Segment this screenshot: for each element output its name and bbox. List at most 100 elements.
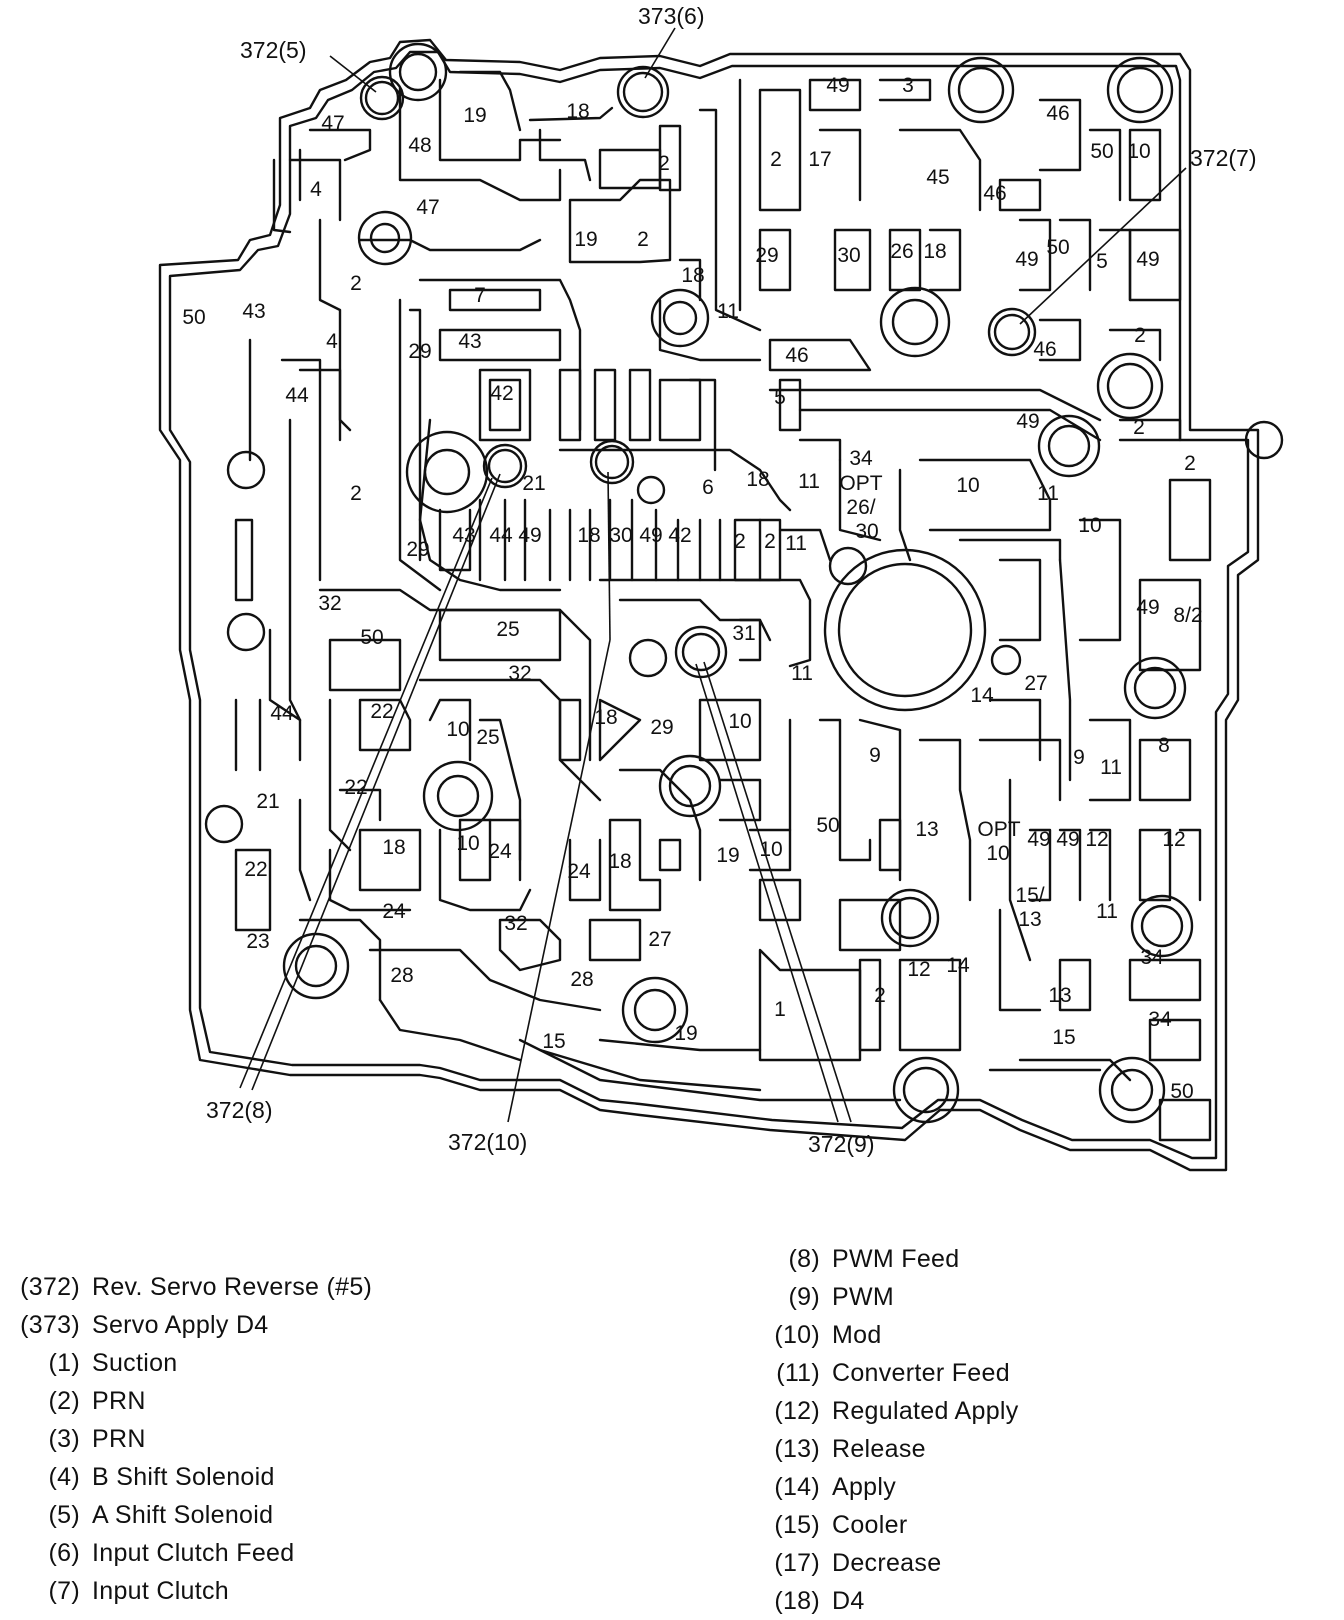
legend-entry: (10)Mod	[758, 1316, 1019, 1354]
passage-label: 49	[1015, 248, 1038, 271]
legend-entry: (3) PRN	[6, 1420, 372, 1458]
passage-label: 19	[716, 844, 739, 867]
legend-entry: (15)Cooler	[758, 1506, 1019, 1544]
passage-label: 29	[755, 244, 778, 267]
legend-code: (3)	[48, 1425, 80, 1453]
legend-code: (372)	[20, 1273, 80, 1301]
passage-label: 49	[1056, 828, 1079, 851]
passage-label: 7	[474, 284, 486, 307]
passage-label: 1	[774, 998, 786, 1021]
passage-label: 49	[518, 524, 541, 547]
passage-label: 30	[609, 524, 632, 547]
legend-code: (12)	[774, 1397, 820, 1425]
passage-label: 31	[732, 622, 755, 645]
passage-label: 10	[1127, 140, 1150, 163]
legend-entry: (14)Apply	[758, 1468, 1019, 1506]
passage-label: 14	[946, 954, 970, 977]
passage-label: 13	[915, 818, 938, 841]
passage-label: 2	[350, 482, 362, 505]
passage-label: 12	[907, 958, 930, 981]
legend-code: (8)	[788, 1245, 820, 1273]
passage-label: 2	[874, 984, 886, 1007]
passage-label: 2	[1184, 452, 1196, 475]
passage-label: OPT	[839, 472, 882, 495]
passage-label: 21	[522, 472, 545, 495]
callout-372-7: 372(7)	[1190, 145, 1256, 171]
passage-label: 28	[570, 968, 593, 991]
passage-label: 2	[764, 530, 776, 553]
passage-label: 27	[1024, 672, 1047, 695]
passage-label: 21	[256, 790, 279, 813]
passage-label: 2	[350, 272, 362, 295]
passage-label: 18	[746, 468, 769, 491]
passage-label: 2	[734, 530, 746, 553]
legend-label: B Shift Solenoid	[92, 1463, 275, 1491]
legend-label: Release	[832, 1435, 926, 1463]
legend-entry: (9)PWM	[758, 1278, 1019, 1316]
passage-label: 11	[785, 532, 807, 555]
legend-label: Rev. Servo Reverse (#5)	[92, 1273, 373, 1301]
passage-label: 49	[1136, 596, 1159, 619]
passage-label: 19	[463, 104, 486, 127]
legend-label: PRN	[92, 1425, 146, 1453]
passage-label: 23	[246, 930, 269, 953]
passage-label: 10	[728, 710, 751, 733]
legend-label: D4	[832, 1587, 865, 1615]
passage-label: 49	[826, 74, 849, 97]
passage-label: 8/2	[1173, 604, 1202, 627]
passage-label: 24	[382, 900, 406, 923]
passage-label: 34	[1148, 1008, 1172, 1031]
passage-label: 28	[390, 964, 413, 987]
legend-right: (8)PWM Feed(9)PWM(10)Mod(11)Converter Fe…	[758, 1240, 1019, 1620]
passage-label: 12	[1085, 828, 1108, 851]
passage-label: 34	[1140, 946, 1164, 969]
legend-label: PWM	[832, 1283, 894, 1311]
passage-label: 18	[566, 100, 589, 123]
legend-label: Servo Apply D4	[92, 1311, 269, 1339]
passage-label: 11	[798, 470, 820, 493]
passage-label: 47	[416, 196, 439, 219]
legend-entry: (372) Rev. Servo Reverse (#5)	[6, 1268, 372, 1306]
passage-label: 10	[446, 718, 469, 741]
passage-label: 49	[1016, 410, 1039, 433]
passage-label: 12	[1162, 828, 1185, 851]
passage-label: 49	[1027, 828, 1050, 851]
passage-label: 2	[637, 228, 649, 251]
passage-label: 14	[970, 684, 994, 707]
passage-label: 18	[382, 836, 405, 859]
legend-entry: (4)B Shift Solenoid	[6, 1458, 372, 1496]
legend-code: (5)	[48, 1501, 80, 1529]
passage-label: 50	[1046, 236, 1069, 259]
legend-entry: (7)Input Clutch	[6, 1572, 372, 1610]
passage-label: 15	[1052, 1026, 1075, 1049]
passage-label: 18	[577, 524, 600, 547]
legend-label: Apply	[832, 1473, 897, 1501]
passage-label: 2	[1134, 324, 1146, 347]
passage-label: OPT	[977, 818, 1020, 841]
passage-label: 32	[318, 592, 341, 615]
passage-label: 10	[956, 474, 979, 497]
legend-label: Decrease	[832, 1549, 942, 1577]
passage-label: 48	[408, 134, 431, 157]
plate-outline	[158, 38, 1260, 1172]
passage-label: 15/	[1015, 884, 1044, 907]
passage-label: 24	[488, 840, 512, 863]
legend-label: A Shift Solenoid	[92, 1501, 274, 1529]
legend-entry: (13)Release	[758, 1430, 1019, 1468]
passage-label: 22	[244, 858, 267, 881]
passage-label: 10	[986, 842, 1009, 865]
legend-label: Suction	[92, 1349, 178, 1377]
passage-label: 45	[926, 166, 949, 189]
passage-label: 2	[1133, 416, 1145, 439]
passage-label: 29	[406, 538, 429, 561]
legend-code: (7)	[48, 1577, 80, 1605]
passage-label: 2	[770, 148, 782, 171]
passage-label: 18	[923, 240, 946, 263]
passage-label: 43	[452, 524, 475, 547]
passage-label: 29	[650, 716, 673, 739]
passage-label: 32	[508, 662, 531, 685]
passage-label: 43	[458, 330, 481, 353]
passage-label: 18	[608, 850, 631, 873]
passage-label: 18	[681, 264, 704, 287]
